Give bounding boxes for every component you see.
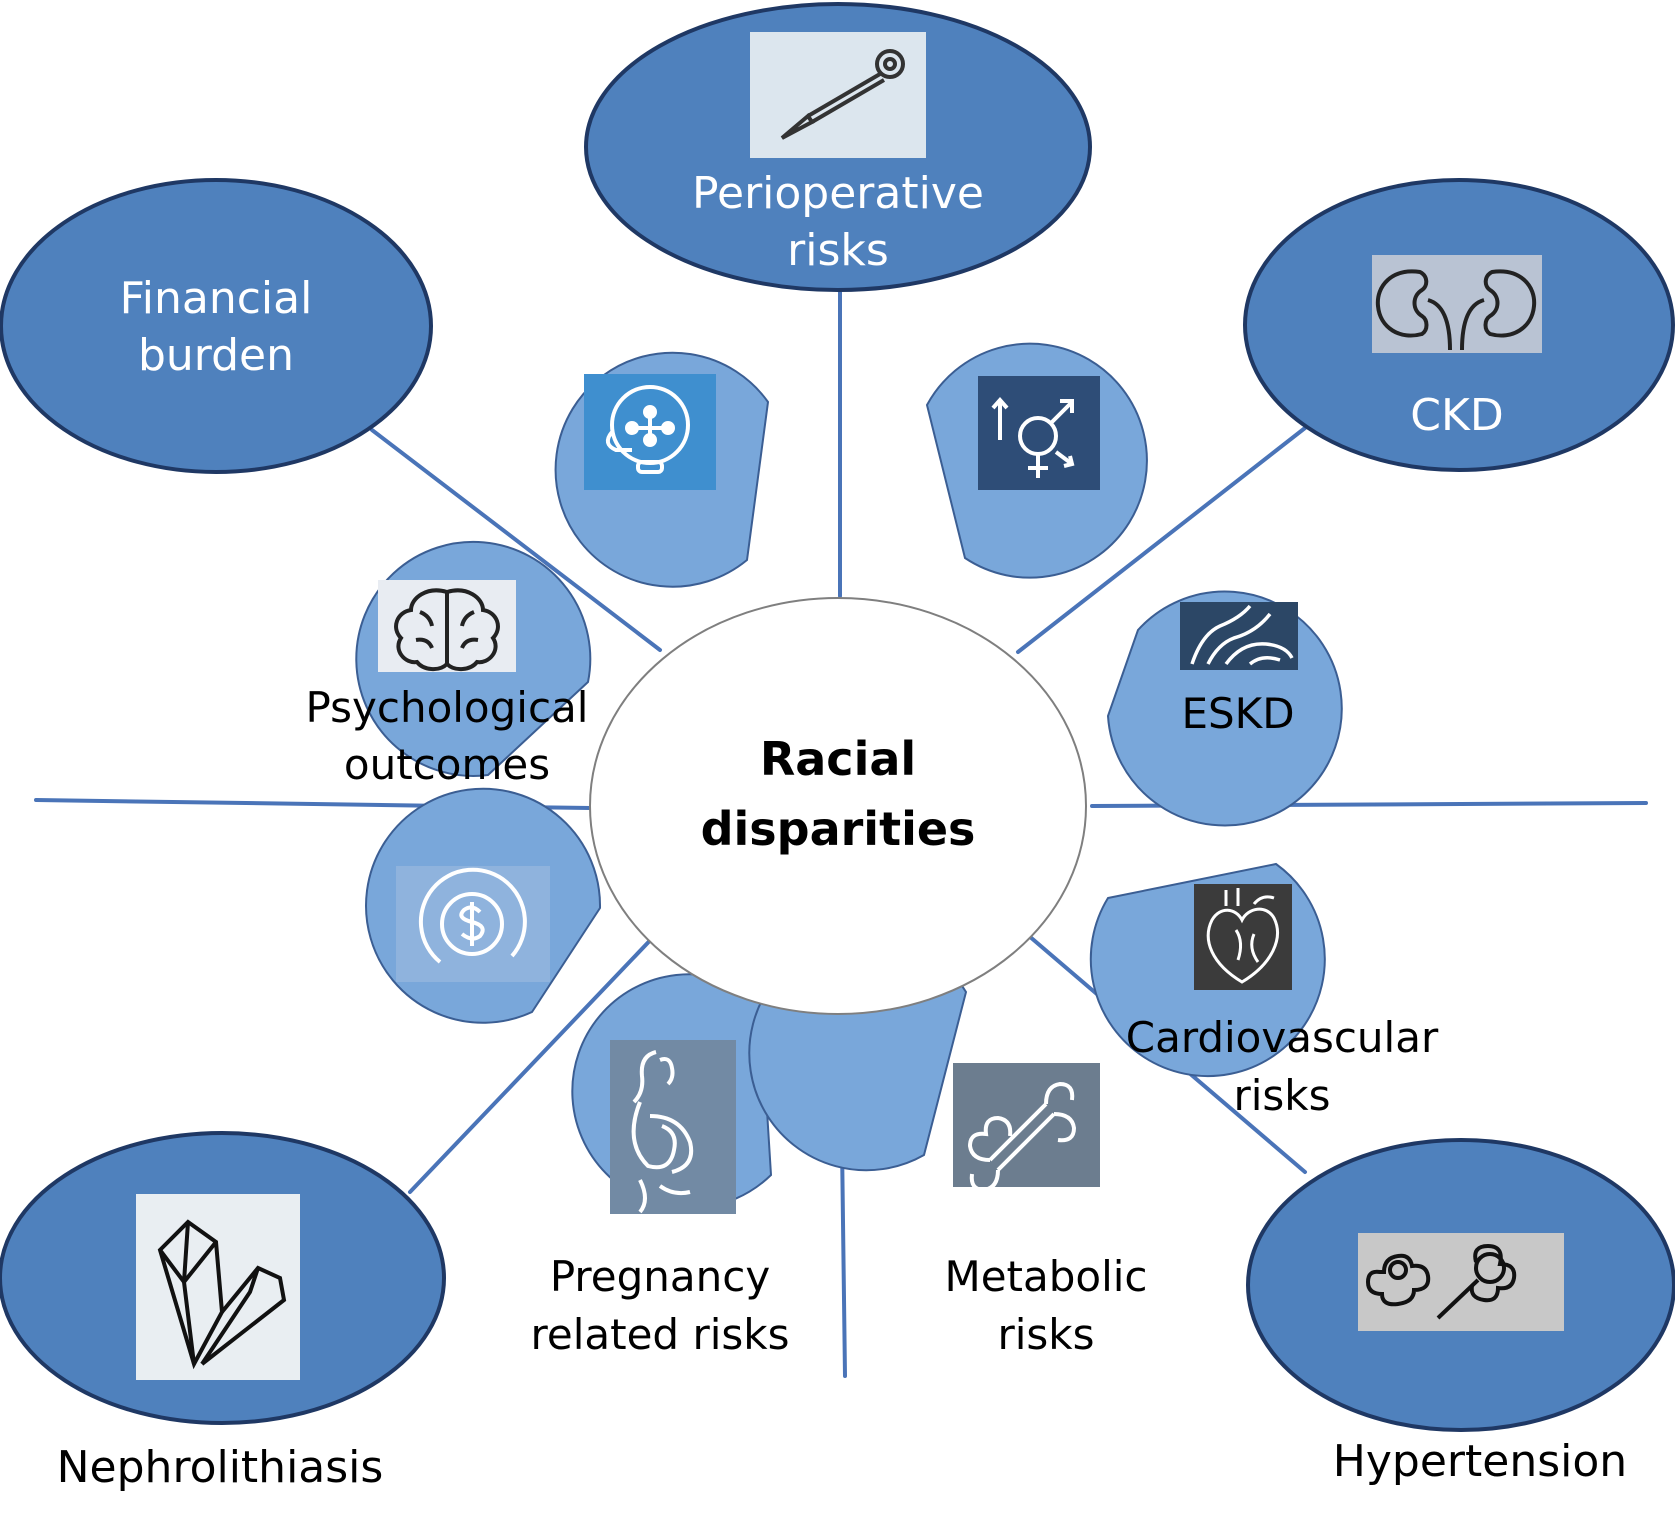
drop-telehealth[interactable]: [554, 351, 770, 588]
pregnant-woman-icon: [631, 1050, 694, 1214]
connector-financial: [370, 428, 662, 652]
metabolic-label-line1: Metabolic: [944, 1252, 1147, 1301]
metabolic-label-line2: risks: [997, 1310, 1094, 1359]
drop-eskd[interactable]: [1106, 590, 1343, 827]
perioperative-label-line2: risks: [787, 225, 889, 276]
labels: Racial disparities Perioperative risks F…: [57, 168, 1628, 1493]
heart-icon: [1206, 888, 1279, 984]
cardiovascular-label-line1: Cardiovascular: [1126, 1013, 1439, 1062]
connector-ckd: [1016, 426, 1307, 654]
drop-pregnancy[interactable]: [571, 973, 773, 1214]
center-title-line1: Racial: [760, 732, 916, 786]
connector-nephrolithiasis: [408, 928, 662, 1194]
pregnancy-label-line2: related risks: [531, 1310, 790, 1359]
eskd-label: ESKD: [1181, 689, 1294, 738]
center-node[interactable]: [589, 597, 1087, 1015]
psychological-label-line2: outcomes: [344, 740, 550, 789]
perioperative-label-line1: Perioperative: [692, 168, 984, 219]
hypertension-label: Hypertension: [1333, 1436, 1627, 1487]
cardiovascular-label-line2: risks: [1233, 1071, 1330, 1120]
node-hypertension[interactable]: [1246, 1138, 1675, 1432]
center-title-line2: disparities: [701, 802, 976, 856]
financial-label-line1: Financial: [120, 273, 313, 324]
outer-nodes: [0, 2, 1675, 1432]
node-financial[interactable]: [0, 178, 433, 474]
ckd-label: CKD: [1410, 390, 1503, 441]
kidneys-icon: [1375, 269, 1537, 351]
drop-money[interactable]: [365, 787, 602, 1024]
drop-gender[interactable]: [925, 342, 1148, 579]
node-ckd[interactable]: [1243, 178, 1675, 472]
crystal-icon: [157, 1219, 287, 1370]
dollar-coin-icon: [418, 867, 527, 964]
financial-label-line2: burden: [138, 330, 294, 381]
scalpel-icon: [780, 49, 905, 140]
nephrolithiasis-label: Nephrolithiasis: [57, 1442, 384, 1493]
node-nephrolithiasis[interactable]: [0, 1131, 446, 1425]
drop-psychological[interactable]: [355, 540, 592, 777]
stethoscope-icon: [1365, 1243, 1517, 1320]
vessels-icon: [1190, 604, 1294, 666]
brain-icon: [394, 588, 500, 671]
psychological-label-line1: Psychological: [306, 683, 589, 732]
node-perioperative[interactable]: [584, 2, 1092, 292]
telehealth-icon: [605, 385, 690, 474]
bone-icon: [967, 1081, 1077, 1193]
drop-cardiovascular[interactable]: [1089, 862, 1326, 1078]
gender-symbol-icon: [991, 396, 1075, 478]
pregnancy-label-line1: Pregnancy: [550, 1252, 770, 1301]
